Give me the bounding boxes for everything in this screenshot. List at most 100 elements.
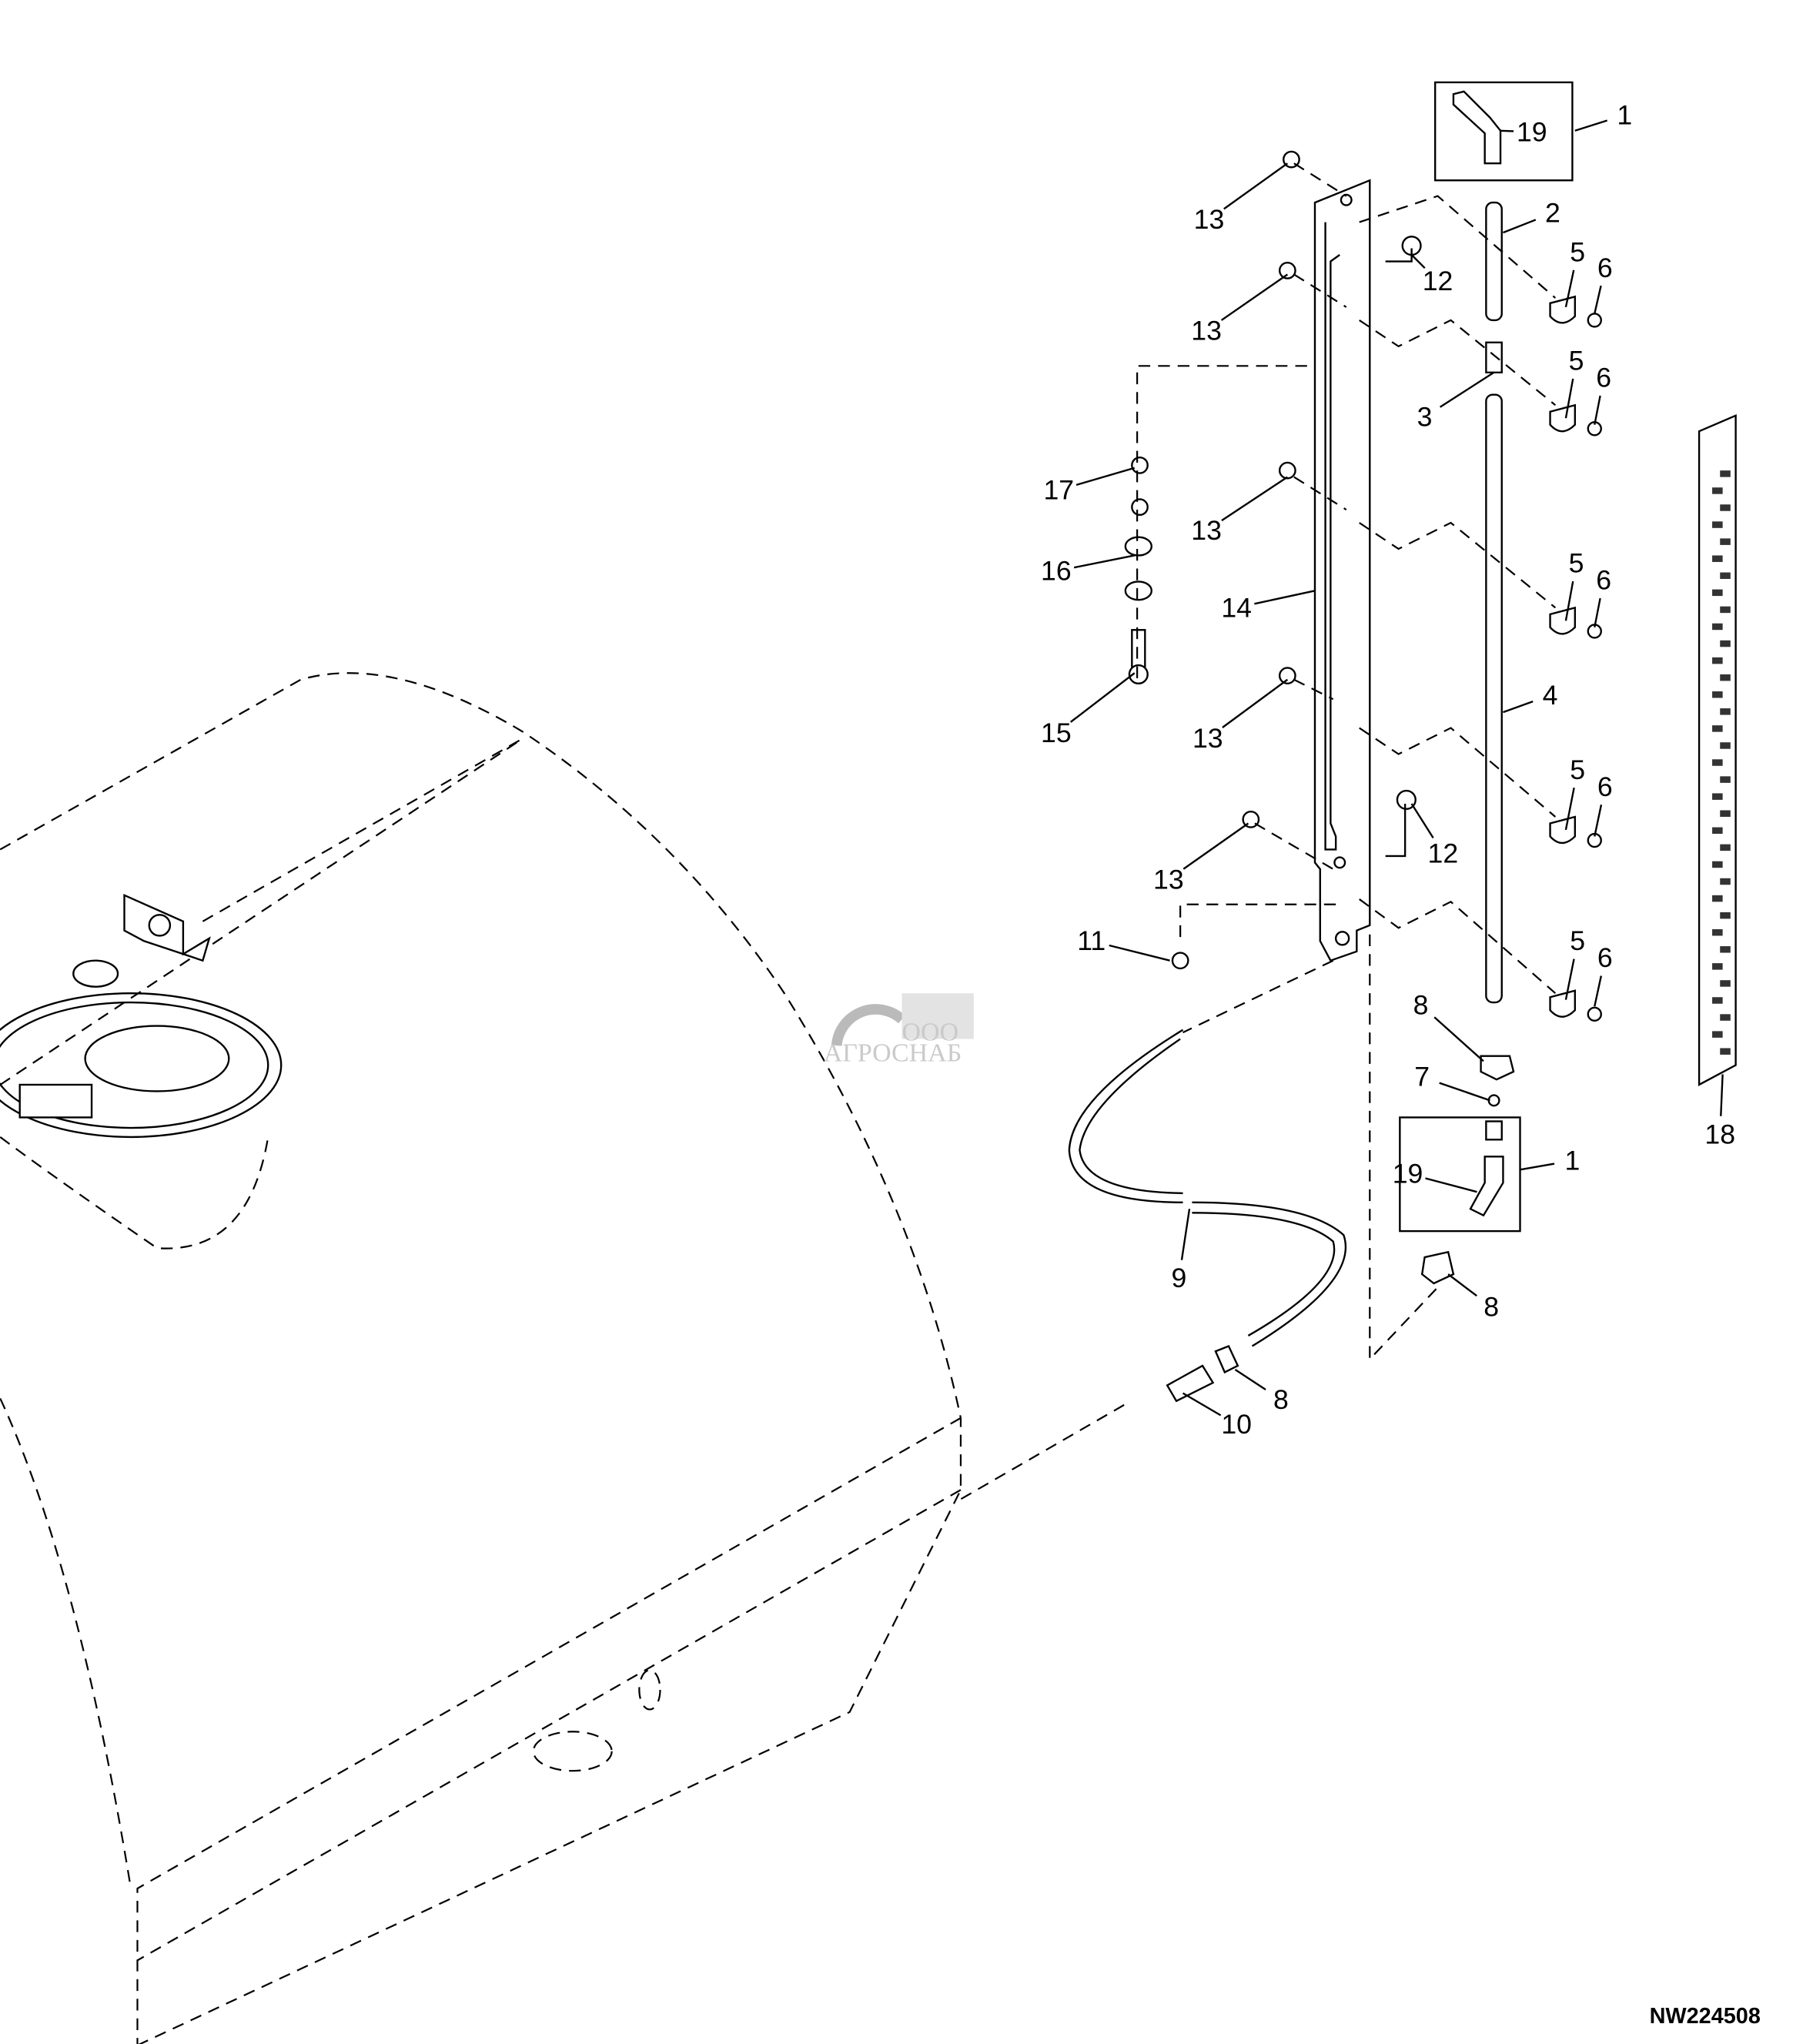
leader-line bbox=[1439, 371, 1495, 408]
leader-line bbox=[1223, 162, 1289, 210]
callout-label-6: 6 bbox=[1597, 942, 1613, 973]
clamp-8-mid bbox=[1420, 1250, 1455, 1285]
decal-mark bbox=[1720, 742, 1731, 749]
decal-mark bbox=[1712, 963, 1723, 970]
callout-label-18: 18 bbox=[1704, 1119, 1735, 1149]
callout-label-1: 1 bbox=[1617, 99, 1632, 130]
decal-mark bbox=[1712, 861, 1723, 868]
callout-label-17: 17 bbox=[1043, 474, 1074, 505]
watermark-logo: ООО АГРОСНАБ bbox=[824, 993, 974, 1067]
bolt-13 bbox=[1171, 952, 1189, 970]
decal-mark bbox=[1712, 1031, 1723, 1038]
tube-4 bbox=[1485, 393, 1503, 1004]
callout-label-5: 5 bbox=[1570, 237, 1585, 268]
figure-id: NW224508 bbox=[1650, 2004, 1761, 2029]
leader-line bbox=[1075, 467, 1136, 487]
bolt-13 bbox=[1278, 262, 1296, 279]
leader-line bbox=[1410, 803, 1434, 839]
decal-mark bbox=[1720, 640, 1731, 647]
decal-mark bbox=[1720, 912, 1731, 919]
leader-line bbox=[1070, 672, 1136, 723]
hose-9 bbox=[1068, 1029, 1347, 1347]
tube-2 bbox=[1485, 201, 1503, 322]
bolt-13 bbox=[1278, 461, 1296, 480]
decal-mark bbox=[1712, 521, 1723, 528]
clamp-5 bbox=[1549, 295, 1576, 324]
decal-mark bbox=[1720, 1048, 1731, 1055]
leader-line bbox=[1425, 1177, 1477, 1193]
callout-label-15: 15 bbox=[1041, 718, 1072, 748]
decal-mark bbox=[1720, 504, 1731, 511]
leader-line bbox=[1182, 822, 1249, 870]
decal-mark bbox=[1712, 725, 1723, 732]
leader-line bbox=[1439, 1082, 1490, 1102]
leader-line bbox=[1564, 787, 1575, 831]
callout-label-10: 10 bbox=[1221, 1409, 1252, 1440]
decal-mark bbox=[1720, 606, 1731, 614]
leader-line bbox=[1564, 378, 1574, 419]
leader-line bbox=[1220, 273, 1289, 321]
decal-mark bbox=[1720, 980, 1731, 987]
decal-mark bbox=[1712, 827, 1723, 835]
leader-line bbox=[1180, 1209, 1191, 1260]
decal-mark bbox=[1720, 674, 1731, 681]
watermark-name: АГРОСНАБ bbox=[824, 1039, 962, 1067]
callout-label-8: 8 bbox=[1273, 1384, 1289, 1415]
decal-mark bbox=[1720, 708, 1731, 715]
callout-label-6: 6 bbox=[1596, 362, 1611, 393]
leader-line bbox=[1221, 476, 1288, 522]
bolt-15-head bbox=[1128, 664, 1149, 685]
nut-17 bbox=[1131, 498, 1149, 517]
decal-mark bbox=[1712, 487, 1723, 494]
decal-mark bbox=[1720, 1014, 1731, 1021]
bracket-14 bbox=[1313, 179, 1371, 962]
bolt-13 bbox=[1278, 667, 1296, 685]
nut-6 bbox=[1587, 1006, 1602, 1022]
decal-mark bbox=[1712, 623, 1723, 631]
fitting-3 bbox=[1485, 341, 1503, 373]
clamp-5 bbox=[1549, 403, 1576, 433]
decal-mark bbox=[1712, 997, 1723, 1004]
decal-mark bbox=[1712, 555, 1723, 562]
leader-line bbox=[1182, 1392, 1222, 1417]
leader-line bbox=[1503, 701, 1534, 714]
leader-line bbox=[1500, 129, 1514, 132]
decal-mark bbox=[1720, 572, 1731, 580]
callout-label-8: 8 bbox=[1484, 1291, 1499, 1322]
nut-6 bbox=[1587, 313, 1602, 328]
leader-line bbox=[1410, 254, 1426, 269]
decal-mark bbox=[1712, 589, 1723, 597]
callout-leaders bbox=[1070, 119, 1724, 1417]
callout-label-13: 13 bbox=[1192, 723, 1223, 754]
leader-line bbox=[1594, 395, 1601, 425]
leader-line bbox=[1564, 958, 1575, 1000]
tank-lid bbox=[0, 894, 283, 1249]
leader-line bbox=[1594, 975, 1602, 1007]
oring-7 bbox=[1487, 1094, 1500, 1107]
leader-line bbox=[1564, 269, 1575, 308]
leader-line bbox=[1222, 678, 1289, 728]
callout-label-12: 12 bbox=[1423, 266, 1453, 296]
callout-label-13: 13 bbox=[1191, 315, 1222, 346]
decal-mark bbox=[1720, 776, 1731, 783]
clamp-5 bbox=[1549, 815, 1576, 845]
leader-line bbox=[1234, 1369, 1266, 1391]
leader-line bbox=[1447, 1273, 1477, 1297]
leader-line bbox=[1073, 554, 1135, 569]
callout-label-19: 19 bbox=[1517, 116, 1547, 147]
decal-mark bbox=[1712, 691, 1723, 698]
decal-mark bbox=[1712, 895, 1723, 902]
callout-label-14: 14 bbox=[1221, 592, 1252, 623]
callout-label-5: 5 bbox=[1569, 345, 1584, 376]
leader-line bbox=[1564, 580, 1574, 621]
decal-mark bbox=[1712, 793, 1723, 800]
callout-label-2: 2 bbox=[1545, 198, 1560, 229]
tank-outline bbox=[0, 672, 962, 2044]
decal-mark bbox=[1712, 928, 1723, 936]
watermark-prefix: ООО bbox=[902, 1018, 959, 1046]
washer-16 bbox=[1124, 580, 1152, 601]
callout-label-5: 5 bbox=[1569, 548, 1584, 579]
bolt-15 bbox=[1131, 629, 1146, 671]
